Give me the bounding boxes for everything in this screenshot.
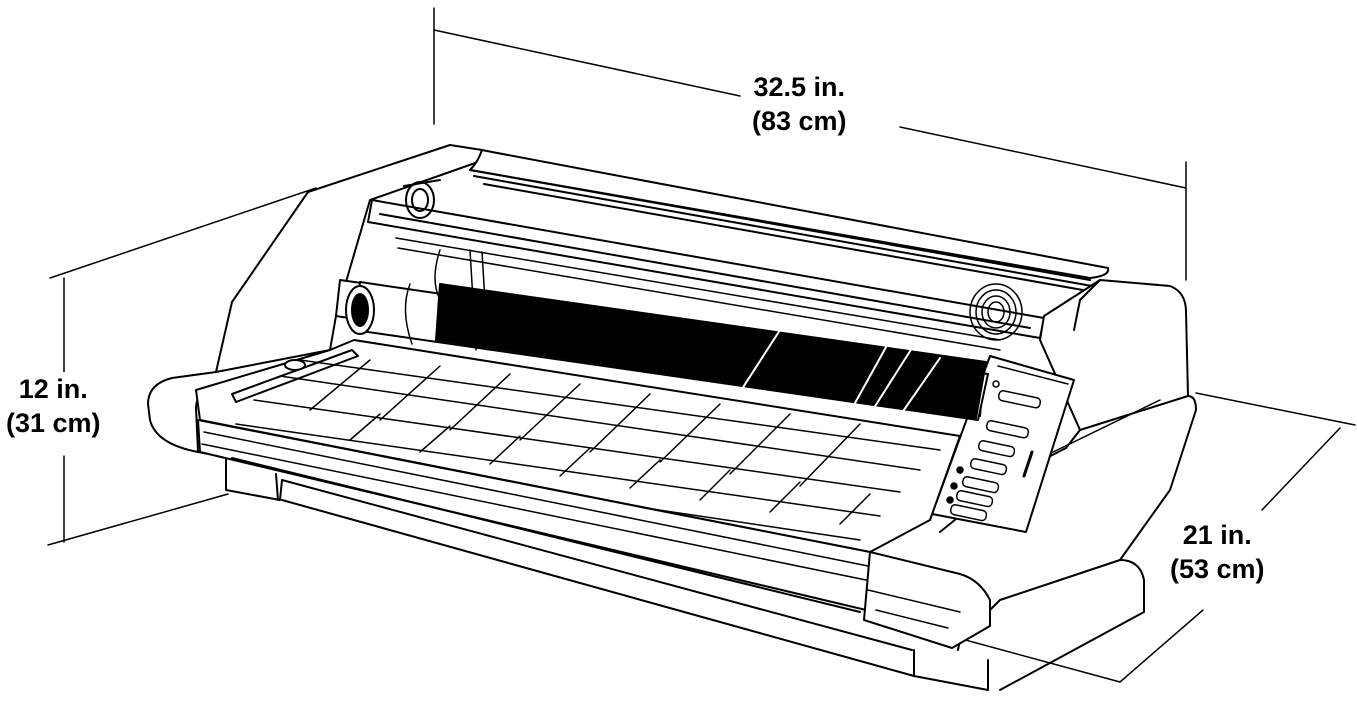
depth-metric: (53 cm) — [1170, 554, 1265, 584]
control-panel — [932, 356, 1074, 532]
film-web-lines-lower — [405, 250, 488, 350]
width-imperial: 32.5 in. — [753, 72, 846, 102]
top-roller-cover — [470, 150, 1108, 292]
height-imperial: 12 in. — [18, 374, 88, 404]
control-buttons — [947, 381, 1041, 521]
width-dimension-label: 32.5 in. (83 cm) — [748, 70, 851, 138]
height-dimension-label: 12 in. (31 cm) — [2, 372, 105, 440]
height-dimension-lines — [48, 188, 316, 545]
height-metric: (31 cm) — [6, 408, 101, 438]
film-web-lines — [740, 330, 940, 430]
width-metric: (83 cm) — [752, 106, 847, 136]
front-base — [198, 420, 990, 676]
feed-tray — [196, 340, 960, 552]
left-housing — [148, 145, 482, 500]
lower-film-roll — [336, 238, 1000, 430]
right-housing — [914, 280, 1196, 690]
width-dimension-lines — [434, 8, 1186, 280]
tray-grid — [230, 360, 940, 540]
depth-dimension-lines — [958, 393, 1355, 682]
depth-dimension-label: 21 in. (53 cm) — [1166, 518, 1269, 586]
depth-imperial: 21 in. — [1182, 520, 1252, 550]
